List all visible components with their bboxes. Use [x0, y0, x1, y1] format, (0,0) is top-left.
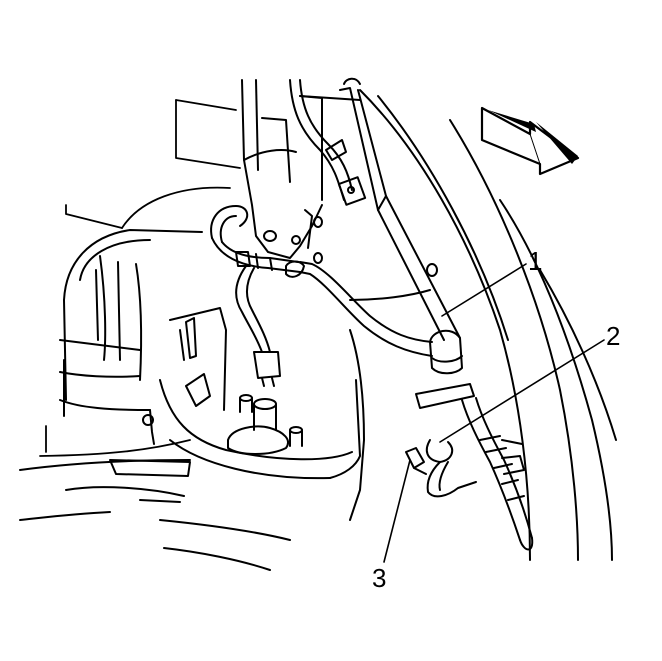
leader-line-2	[439, 339, 605, 443]
leader-lines	[383, 263, 605, 563]
left-housing	[59, 229, 203, 445]
lower-harness	[405, 383, 534, 551]
leader-line-3	[383, 459, 411, 563]
callout-label-1: 1	[528, 246, 543, 276]
callout-label-2: 2	[606, 321, 621, 351]
body-panel-outline	[39, 99, 241, 457]
harness-branch	[235, 265, 281, 387]
callout-label-3: 3	[372, 563, 387, 593]
floor-panel	[19, 459, 291, 571]
pillar-panel	[241, 79, 361, 264]
upper-hose	[289, 79, 353, 201]
diagonal-strut	[337, 77, 463, 375]
wiring-harness	[210, 205, 433, 357]
right-body-curves	[349, 89, 617, 561]
mounting-area	[159, 307, 361, 480]
leader-line-1	[441, 263, 527, 317]
front-direction-arrow-icon	[480, 106, 580, 176]
